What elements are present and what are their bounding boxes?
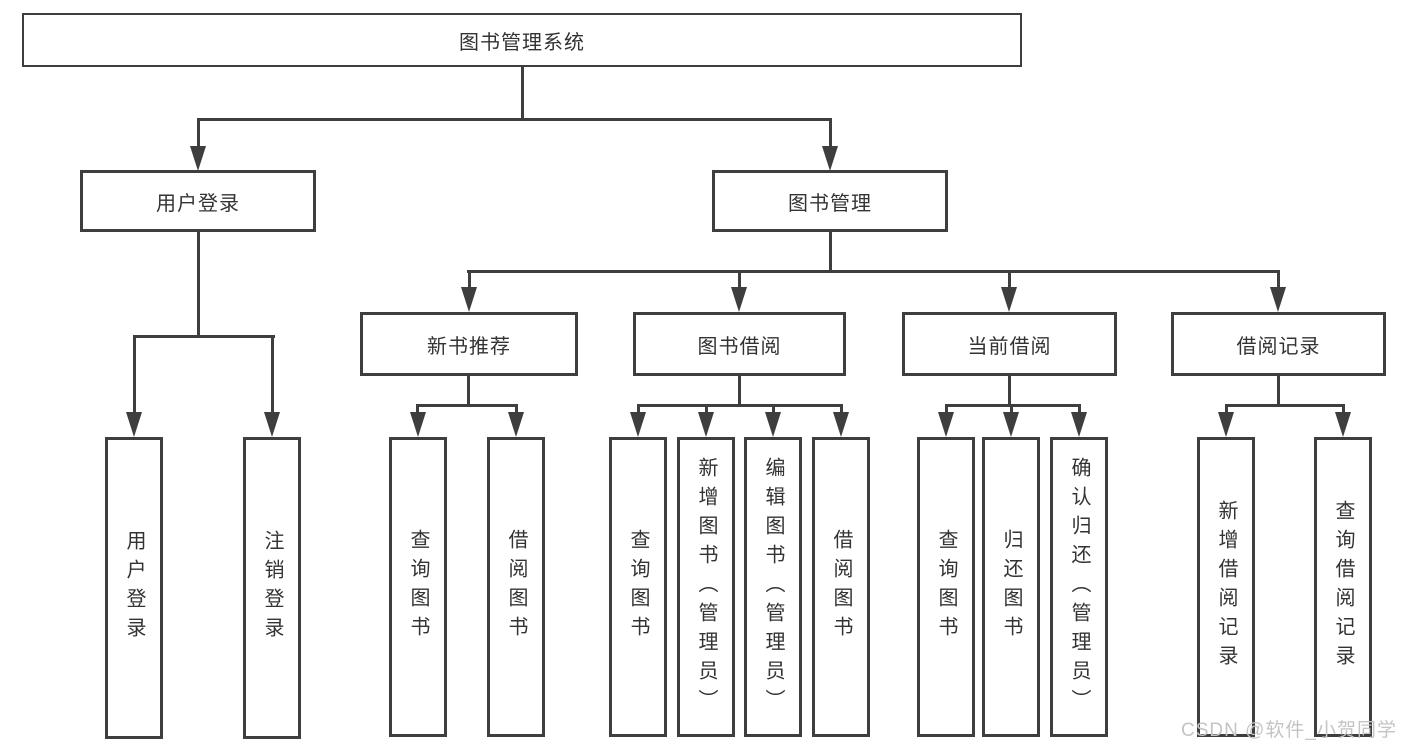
arrow-down-icon	[508, 412, 524, 437]
node-label: 确认归还（管理员）	[1068, 456, 1090, 718]
connector-line	[133, 335, 136, 413]
leaf-br-query-record: 查询借阅记录	[1314, 437, 1372, 737]
arrow-down-icon	[1001, 287, 1017, 312]
node-label: 借阅图书	[830, 529, 852, 645]
connector-line	[829, 232, 832, 272]
leaf-cb-confirm-return-admin: 确认归还（管理员）	[1050, 437, 1108, 737]
leaf-cb-query-books: 查询图书	[917, 437, 975, 737]
connector-line	[840, 404, 843, 414]
node-label: 查询借阅记录	[1332, 500, 1354, 674]
leaf-bb-edit-books-admin: 编辑图书（管理员）	[744, 437, 802, 737]
connector-line	[829, 118, 832, 148]
connector-line	[197, 118, 200, 148]
connector-line	[197, 232, 200, 337]
connector-line	[1225, 404, 1228, 414]
connector-line	[467, 376, 470, 406]
node-borrow-records: 借阅记录	[1171, 312, 1386, 376]
arrow-down-icon	[190, 146, 206, 171]
connector-line	[515, 404, 518, 414]
node-label: 借阅图书	[505, 529, 527, 645]
connector-line	[945, 404, 948, 414]
node-user-login: 用户登录	[80, 170, 316, 232]
node-book-management: 图书管理	[712, 170, 948, 232]
node-label: 用户登录	[156, 192, 240, 215]
arrow-down-icon	[822, 146, 838, 171]
node-label: 新书推荐	[427, 335, 511, 358]
node-label: 查询图书	[935, 529, 957, 645]
connector-line	[467, 270, 1280, 273]
leaf-bb-add-books-admin: 新增图书（管理员）	[677, 437, 735, 737]
node-label: 查询图书	[407, 529, 429, 645]
node-current-borrow: 当前借阅	[902, 312, 1117, 376]
leaf-bb-query-books: 查询图书	[609, 437, 667, 737]
connector-line	[1342, 404, 1345, 414]
node-label: 当前借阅	[967, 335, 1052, 358]
connector-line	[1277, 270, 1280, 288]
node-label: 新增图书（管理员）	[695, 456, 717, 718]
connector-line	[416, 404, 419, 414]
connector-line	[1225, 404, 1345, 407]
leaf-nb-borrow-books: 借阅图书	[487, 437, 545, 737]
node-label: 用户登录	[123, 530, 145, 646]
leaf-user-login: 用户登录	[105, 437, 163, 739]
node-label: 注销登录	[261, 530, 283, 646]
connector-line	[133, 335, 275, 338]
leaf-bb-borrow-books: 借阅图书	[812, 437, 870, 737]
leaf-logout: 注销登录	[243, 437, 301, 739]
node-label: 图书管理系统	[459, 31, 585, 54]
arrow-down-icon	[461, 287, 477, 312]
arrow-down-icon	[1335, 412, 1351, 437]
leaf-br-add-record: 新增借阅记录	[1197, 437, 1255, 737]
arrow-down-icon	[264, 412, 280, 437]
leaf-cb-return-books: 归还图书	[982, 437, 1040, 737]
connector-line	[521, 67, 524, 120]
node-label: 查询图书	[627, 529, 649, 645]
arrow-down-icon	[126, 412, 142, 437]
node-book-borrow: 图书借阅	[633, 312, 846, 376]
connector-line	[945, 404, 1081, 407]
node-label: 编辑图书（管理员）	[762, 456, 784, 718]
arrow-down-icon	[410, 412, 426, 437]
arrow-down-icon	[938, 412, 954, 437]
connector-line	[1277, 376, 1280, 406]
connector-line	[1008, 270, 1011, 288]
node-label: 新增借阅记录	[1215, 500, 1237, 674]
connector-line	[1010, 404, 1013, 414]
arrow-down-icon	[698, 412, 714, 437]
csdn-watermark: CSDN @软件_小贺同学	[1181, 720, 1397, 741]
connector-line	[271, 335, 274, 413]
arrow-down-icon	[765, 412, 781, 437]
connector-line	[637, 404, 640, 414]
arrow-down-icon	[1003, 412, 1019, 437]
arrow-down-icon	[833, 412, 849, 437]
connector-line	[738, 376, 741, 406]
node-label: 图书借阅	[697, 335, 782, 358]
node-new-book-recommend: 新书推荐	[360, 312, 578, 376]
connector-line	[637, 404, 843, 407]
arrow-down-icon	[731, 287, 747, 312]
connector-line	[705, 404, 708, 414]
connector-line	[772, 404, 775, 414]
connector-line	[738, 270, 741, 288]
node-label: 归还图书	[1000, 529, 1022, 645]
arrow-down-icon	[1071, 412, 1087, 437]
leaf-nb-query-books: 查询图书	[389, 437, 447, 737]
arrow-down-icon	[1270, 287, 1286, 312]
connector-line	[1008, 376, 1011, 406]
node-label: 借阅记录	[1236, 335, 1321, 358]
node-root-system: 图书管理系统	[22, 13, 1022, 67]
arrow-down-icon	[630, 412, 646, 437]
node-label: 图书管理	[788, 192, 872, 215]
connector-line	[1078, 404, 1081, 414]
arrow-down-icon	[1218, 412, 1234, 437]
connector-line	[197, 118, 831, 121]
connector-line	[468, 270, 471, 288]
connector-line	[416, 404, 518, 407]
